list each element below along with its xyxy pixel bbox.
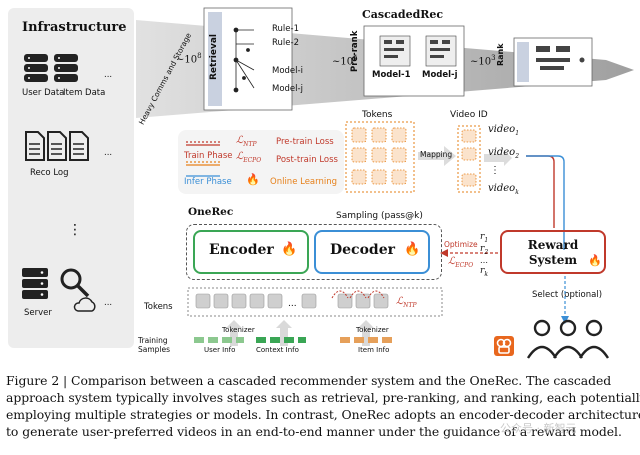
figure-caption: Figure 2 | Comparison between a cascaded…	[6, 372, 640, 440]
legend-online: Online Learning	[270, 177, 338, 187]
server-icon	[22, 268, 48, 299]
video-2: video2	[488, 147, 520, 160]
encoder-label: Encoder	[209, 242, 274, 258]
document-icon	[25, 131, 89, 161]
app-logo	[494, 336, 514, 356]
video-ellipsis: ⋮	[490, 165, 500, 176]
tokens-row-lntp: ℒNTP	[396, 296, 417, 309]
fire-icon: 🔥	[588, 254, 602, 267]
caption-line: approach system typically involves stage…	[6, 390, 640, 405]
tokenizer-label: Tokenizer	[356, 326, 389, 334]
count-prerank: ~104	[332, 54, 358, 68]
rule2-label: Rule-2	[272, 38, 299, 48]
encoder-box: Encoder 🔥	[193, 230, 309, 274]
reward-system-box: Reward System 🔥	[500, 230, 606, 274]
svg-text:...: ...	[288, 299, 297, 309]
optimize-label: Optimize	[444, 240, 478, 249]
model-j2-label: Model-j	[422, 70, 458, 80]
onerec-label: OneRec	[188, 206, 234, 218]
sampling-label: Sampling (pass@k)	[336, 211, 423, 221]
model-1-label: Model-1	[372, 70, 411, 80]
legend-posttrain: Post-train Loss	[276, 155, 338, 165]
reco-log-label: Reco Log	[30, 168, 69, 178]
cascaded-funnel	[136, 7, 634, 118]
search-icon	[60, 268, 90, 298]
infrastructure-panel: Infrastructure ... User Data Item Data .…	[8, 8, 134, 348]
select-optional-label: Select (optional)	[532, 290, 603, 300]
reward-system-label: Reward System	[527, 238, 579, 267]
count-retrieval: ~108	[176, 52, 202, 66]
tokens-label: Tokens	[362, 110, 393, 120]
decoder-label: Decoder	[330, 242, 395, 258]
model-i-label: Model-i	[272, 66, 303, 76]
optimize-arrow	[440, 249, 498, 257]
user-data-label: User Data	[22, 88, 65, 98]
video-k: videok	[488, 183, 519, 196]
user-info-label: User Info	[204, 346, 236, 354]
item-info-label: Item Info	[358, 346, 390, 354]
legend-infer-phase: Infer Phase	[184, 177, 232, 187]
context-info-label: Context Info	[256, 346, 299, 354]
video-id-label: Video ID	[450, 110, 488, 120]
legend-train-phase: Train Phase	[184, 151, 233, 161]
ellipsis: ...	[104, 298, 113, 308]
legend-box	[178, 130, 344, 194]
watermark: 公众号 · 新智元	[500, 422, 577, 435]
reward-r1: r1	[480, 232, 489, 244]
training-tokens	[194, 337, 392, 343]
decoder-box: Decoder 🔥	[314, 230, 430, 274]
vertical-ellipsis: ⋮	[68, 222, 82, 238]
fire-icon: 🔥	[246, 173, 260, 186]
model-j-label: Model-j	[272, 84, 303, 94]
mapping-label: Mapping	[420, 150, 453, 159]
caption-line: Figure 2 | Comparison between a cascaded…	[6, 373, 612, 388]
legend-lntp: ℒNTP	[236, 135, 257, 148]
reward-rk: rk	[480, 266, 488, 278]
reward-r2: r2	[480, 244, 489, 256]
tokenizer-label: Tokenizer	[222, 326, 255, 334]
training-samples-label: Training Samples	[138, 336, 171, 354]
tokens-grid	[345, 121, 512, 193]
rule1-label: Rule-1	[272, 24, 299, 34]
caption-line: to generate user-preferred videos in an …	[6, 424, 622, 439]
cascadedrec-title: CascadedRec	[362, 8, 444, 21]
onerec-box	[186, 224, 442, 280]
flow-lines	[526, 155, 565, 250]
optimize-loss: ℒECPO	[448, 256, 474, 269]
tokens-row-label: Tokens	[144, 302, 173, 312]
rank-label: Rank	[496, 43, 505, 66]
legend-lecpo: ℒECPO	[236, 151, 262, 164]
count-rank: ~103	[470, 54, 496, 68]
video-1: video1	[488, 124, 520, 137]
fire-icon: 🔥	[281, 242, 298, 257]
caption-line: employing multiple strategies or models.…	[6, 407, 640, 422]
database-icon	[24, 54, 78, 82]
users-icon	[526, 319, 610, 359]
ellipsis: ...	[104, 148, 113, 158]
item-data-label: Item Data	[63, 88, 106, 98]
select-arrow	[561, 276, 569, 324]
legend-lines	[186, 141, 220, 177]
reward-ellipsis: …	[480, 256, 488, 265]
legend-pretrain: Pre-train Loss	[276, 137, 334, 147]
infrastructure-title: Infrastructure	[22, 20, 127, 35]
fire-icon: 🔥	[404, 242, 421, 257]
ellipsis: ...	[104, 70, 113, 80]
retrieval-label: Retrieval	[209, 34, 219, 80]
server-label: Server	[24, 308, 52, 318]
cloud-icon	[73, 297, 96, 312]
